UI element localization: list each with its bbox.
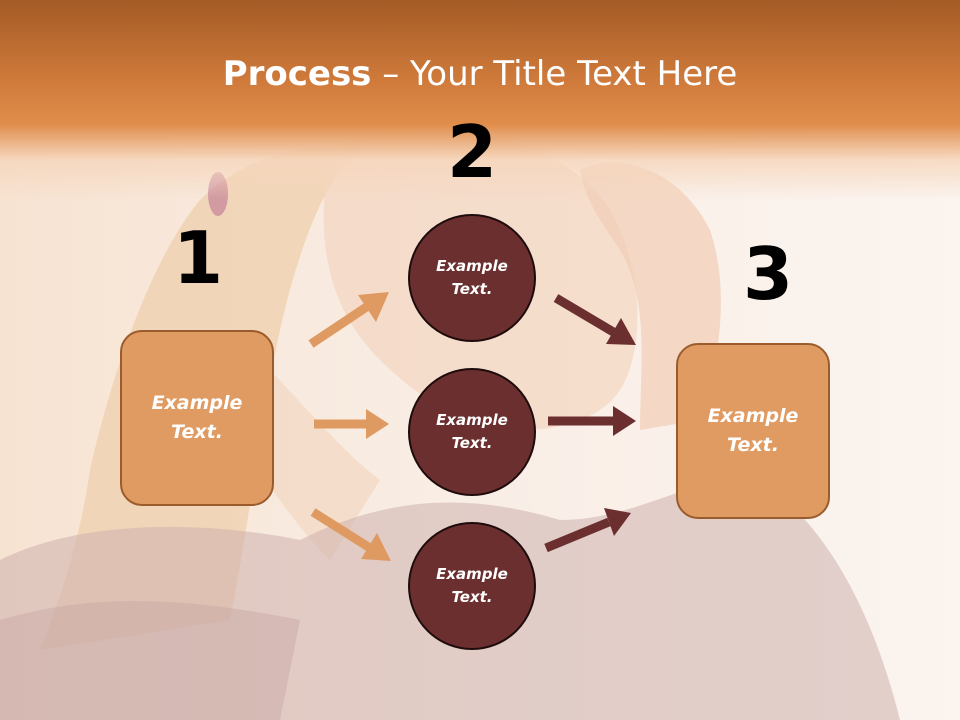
slide-title: Process – Your Title Text Here [0, 52, 960, 96]
header-band [0, 0, 960, 200]
circle-middle-label: Example Text. [436, 411, 508, 452]
circle-top-label: Example Text. [436, 257, 508, 298]
arrow-middle-to-right [548, 406, 636, 436]
left-box-label: Example Text. [151, 392, 243, 443]
circle-bottom: Example Text. [408, 522, 536, 650]
right-box: Example Text. [676, 343, 830, 519]
arrow-left-to-bottom [310, 508, 391, 561]
circle-bottom-label: Example Text. [436, 565, 508, 606]
left-box: Example Text. [120, 330, 274, 506]
arrow-left-to-middle [314, 409, 389, 439]
right-box-label: Example Text. [707, 405, 799, 456]
step-number-1: 1 [172, 216, 224, 300]
circle-middle: Example Text. [408, 368, 536, 496]
step-number-2: 2 [446, 110, 498, 194]
arrow-left-to-top [308, 292, 389, 348]
arrow-top-to-right [553, 294, 636, 345]
circle-top: Example Text. [408, 214, 536, 342]
title-rest: – Your Title Text Here [371, 54, 738, 94]
arrow-bottom-to-right [544, 508, 631, 553]
step-number-3: 3 [742, 232, 794, 316]
title-bold: Process [222, 54, 372, 94]
